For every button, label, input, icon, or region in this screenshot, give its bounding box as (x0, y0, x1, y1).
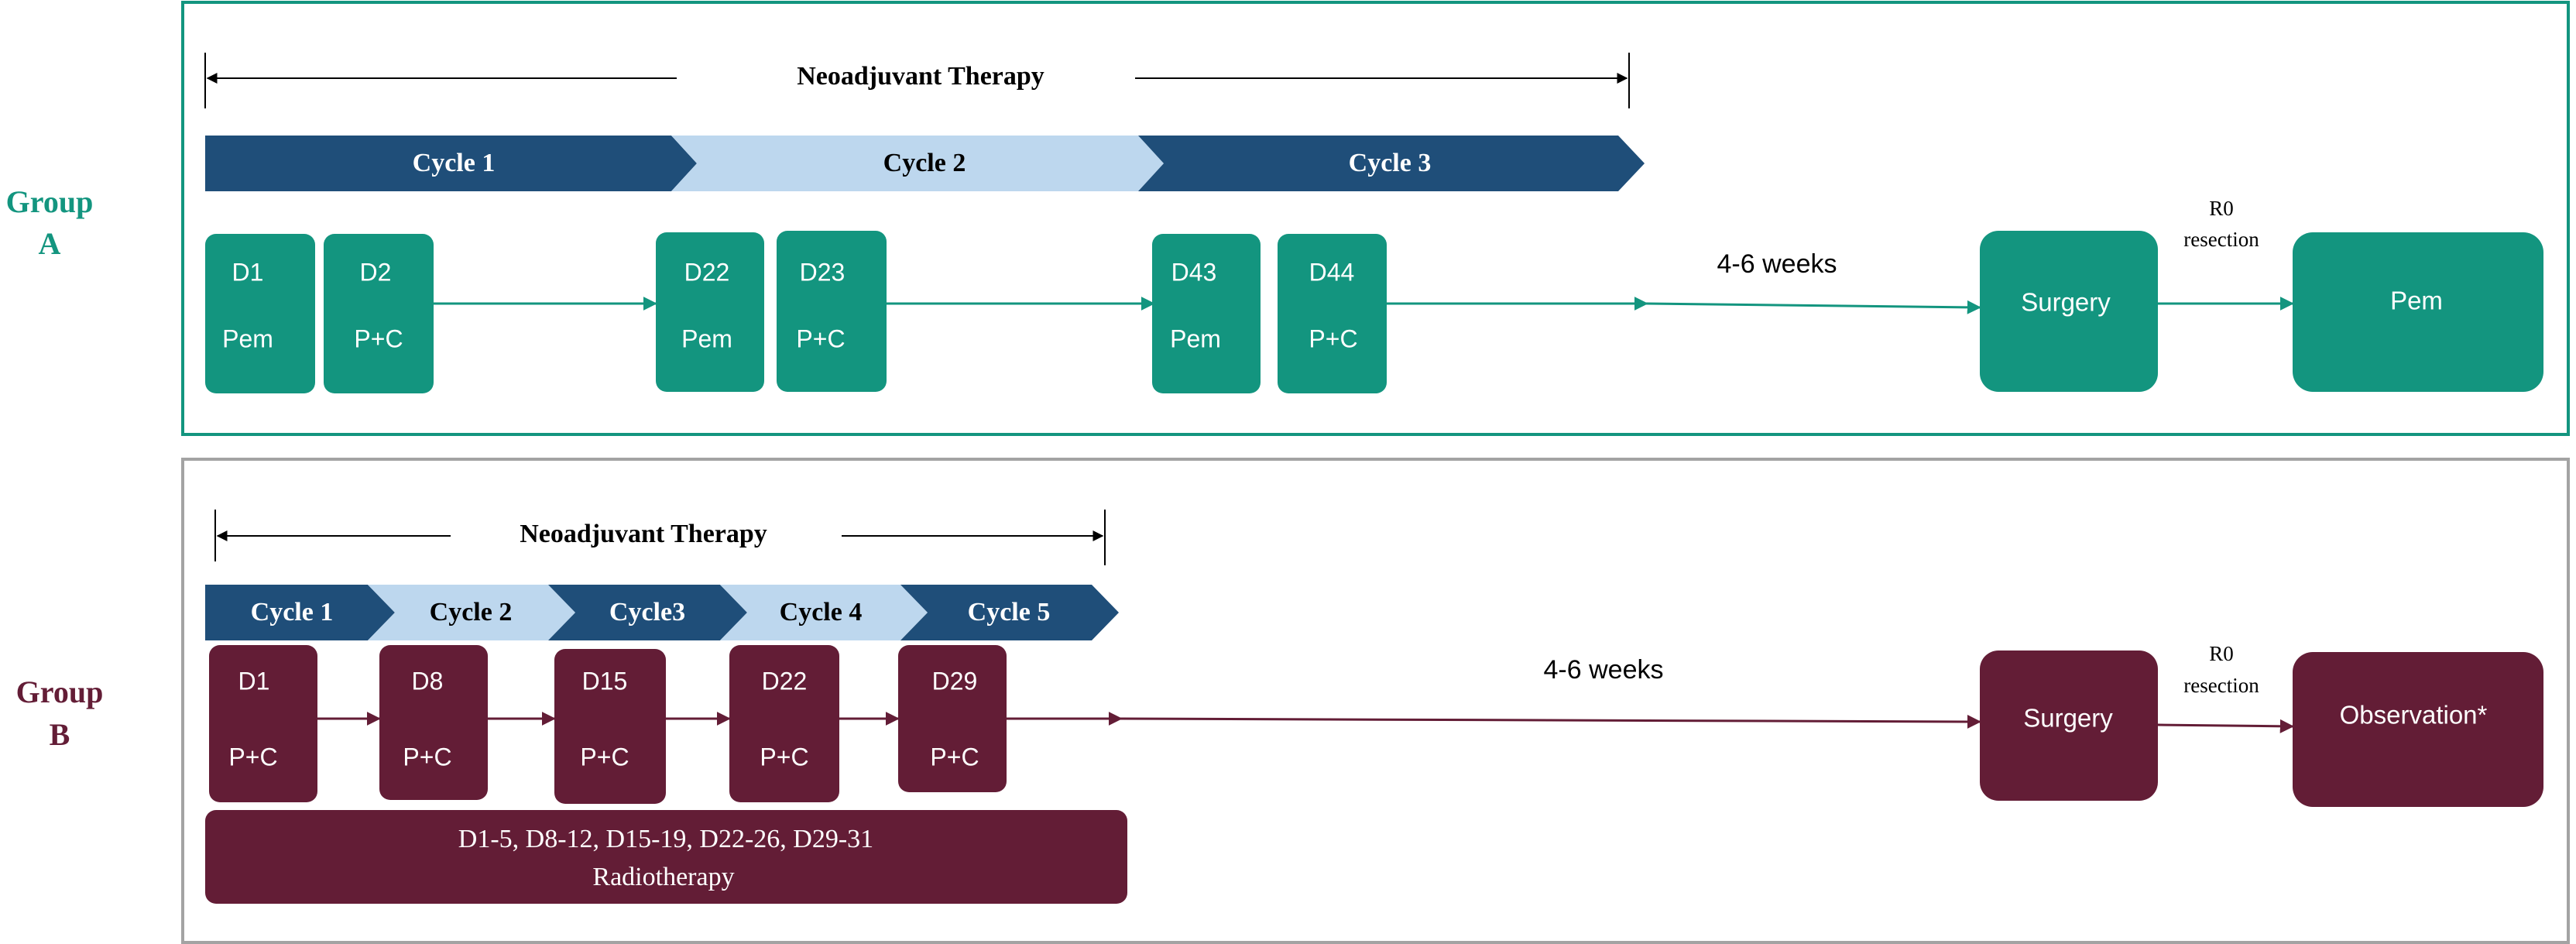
drug-label: P+C (1309, 324, 1357, 352)
group-b-therapy-span: Neoadjuvant Therapy (214, 510, 1106, 565)
day-label: D2 (360, 258, 392, 286)
day-box: D43 Pem (1152, 234, 1261, 393)
drug-label: P+C (760, 743, 808, 771)
neoadjuvant-therapy-label: Neoadjuvant Therapy (797, 62, 1044, 91)
surgery-box: Surgery (1980, 651, 2158, 801)
cycle-chevron (900, 585, 1119, 640)
cycle-label: Cycle 1 (251, 598, 334, 626)
cycle-chevron (720, 585, 928, 640)
drug-label: P+C (796, 324, 845, 352)
day-label: D8 (412, 667, 444, 695)
day-label: D43 (1171, 258, 1217, 286)
cycle-chevron (671, 136, 1164, 191)
cycle-label: Cycle 2 (883, 149, 966, 177)
day-label: D22 (762, 667, 808, 695)
resection-label-line1: R0 (2209, 642, 2234, 665)
resection-label-line2: resection (2183, 228, 2259, 251)
day-box: D29 P+C (898, 645, 1007, 792)
flow-arrow (1120, 714, 1981, 729)
day-box: D8 P+C (379, 645, 488, 800)
group-a-frame (181, 1, 2570, 436)
group-a-cycles: Cycle 1 Cycle 2 Cycle 3 (205, 136, 1645, 191)
group-b: Group B Neoadjuvant Therapy Cycle 1 Cycl… (16, 458, 2570, 944)
flow-arrow (2157, 719, 2294, 733)
cycle-label: Cycle 4 (780, 598, 863, 626)
cycle-label: Cycle3 (609, 598, 685, 626)
day-box: D22 Pem (656, 232, 764, 392)
surgery-label: Surgery (2023, 704, 2113, 733)
day-box: D1 Pem (205, 234, 315, 393)
day-box: D2 P+C (324, 234, 434, 393)
post-surgery-label: Pem (2390, 287, 2443, 315)
day-box: D23 P+C (777, 231, 887, 392)
group-a-day-boxes: D1 Pem D2 P+C D22 Pem D23 P+C D43 Pe (205, 231, 1387, 393)
drug-label: Pem (1170, 324, 1221, 352)
surgery-label: Surgery (2021, 288, 2111, 317)
group-a-label-line1: Group (6, 184, 94, 219)
drug-label: P+C (403, 743, 451, 771)
day-box: D44 P+C (1278, 234, 1387, 393)
cycle-label: Cycle 5 (968, 598, 1051, 626)
surgery-box: Surgery (1980, 231, 2158, 392)
cycle-label: Cycle 2 (430, 598, 513, 626)
cycle-chevron (368, 585, 575, 640)
neoadjuvant-therapy-label: Neoadjuvant Therapy (520, 520, 767, 548)
drug-label: P+C (354, 324, 403, 352)
group-a-flow (434, 297, 2294, 314)
post-surgery-box: Observation* (2293, 652, 2543, 807)
cycle-label: Cycle 1 (413, 149, 496, 177)
drug-label: P+C (580, 743, 629, 771)
radiotherapy-days: D1-5, D8-12, D15-19, D22-26, D29-31 (458, 825, 873, 853)
drug-label: P+C (930, 743, 979, 771)
day-label: D1 (238, 667, 270, 695)
radiotherapy-label: Radiotherapy (592, 863, 734, 891)
group-a-therapy-span: Neoadjuvant Therapy (204, 53, 1630, 108)
cycle-chevron (205, 136, 697, 191)
group-a: Group A Neoadjuvant Therapy Cycle 1 Cycl… (6, 1, 2570, 436)
cycle-chevron (1138, 136, 1645, 191)
group-a-label-line2: A (39, 226, 61, 261)
day-label: D29 (932, 667, 978, 695)
post-surgery-label: Observation* (2340, 701, 2488, 729)
drug-label: Pem (681, 324, 732, 352)
day-label: D15 (582, 667, 628, 695)
group-b-label-line2: B (50, 717, 70, 752)
day-box: D22 P+C (729, 645, 839, 802)
group-b-frame (181, 458, 2570, 944)
day-label: D44 (1309, 258, 1355, 286)
interval-label: 4-6 weeks (1544, 655, 1664, 685)
group-b-cycles: Cycle 1 Cycle 2 Cycle3 Cycle 4 Cycle 5 (205, 585, 1119, 640)
day-label: D1 (232, 258, 264, 286)
group-b-flow (317, 712, 2294, 733)
group-b-day-boxes: D1 P+C D8 P+C D15 P+C D22 P+C D29 P+ (209, 645, 1007, 804)
group-b-label-line1: Group (16, 675, 104, 709)
day-label: D22 (684, 258, 730, 286)
drug-label: Pem (222, 324, 273, 352)
drug-label: P+C (228, 743, 277, 771)
cycle-chevron (548, 585, 747, 640)
day-box: D15 P+C (554, 649, 666, 804)
day-label: D23 (800, 258, 846, 286)
interval-label: 4-6 weeks (1717, 249, 1837, 279)
cycle-chevron (205, 585, 395, 640)
cycle-label: Cycle 3 (1349, 149, 1432, 177)
day-box: D1 P+C (209, 645, 317, 802)
flow-arrow (1646, 300, 1981, 314)
radiotherapy-bar: D1-5, D8-12, D15-19, D22-26, D29-31 Radi… (205, 810, 1127, 904)
post-surgery-box: Pem (2293, 232, 2543, 392)
resection-label-line1: R0 (2209, 197, 2234, 220)
resection-label-line2: resection (2183, 674, 2259, 697)
